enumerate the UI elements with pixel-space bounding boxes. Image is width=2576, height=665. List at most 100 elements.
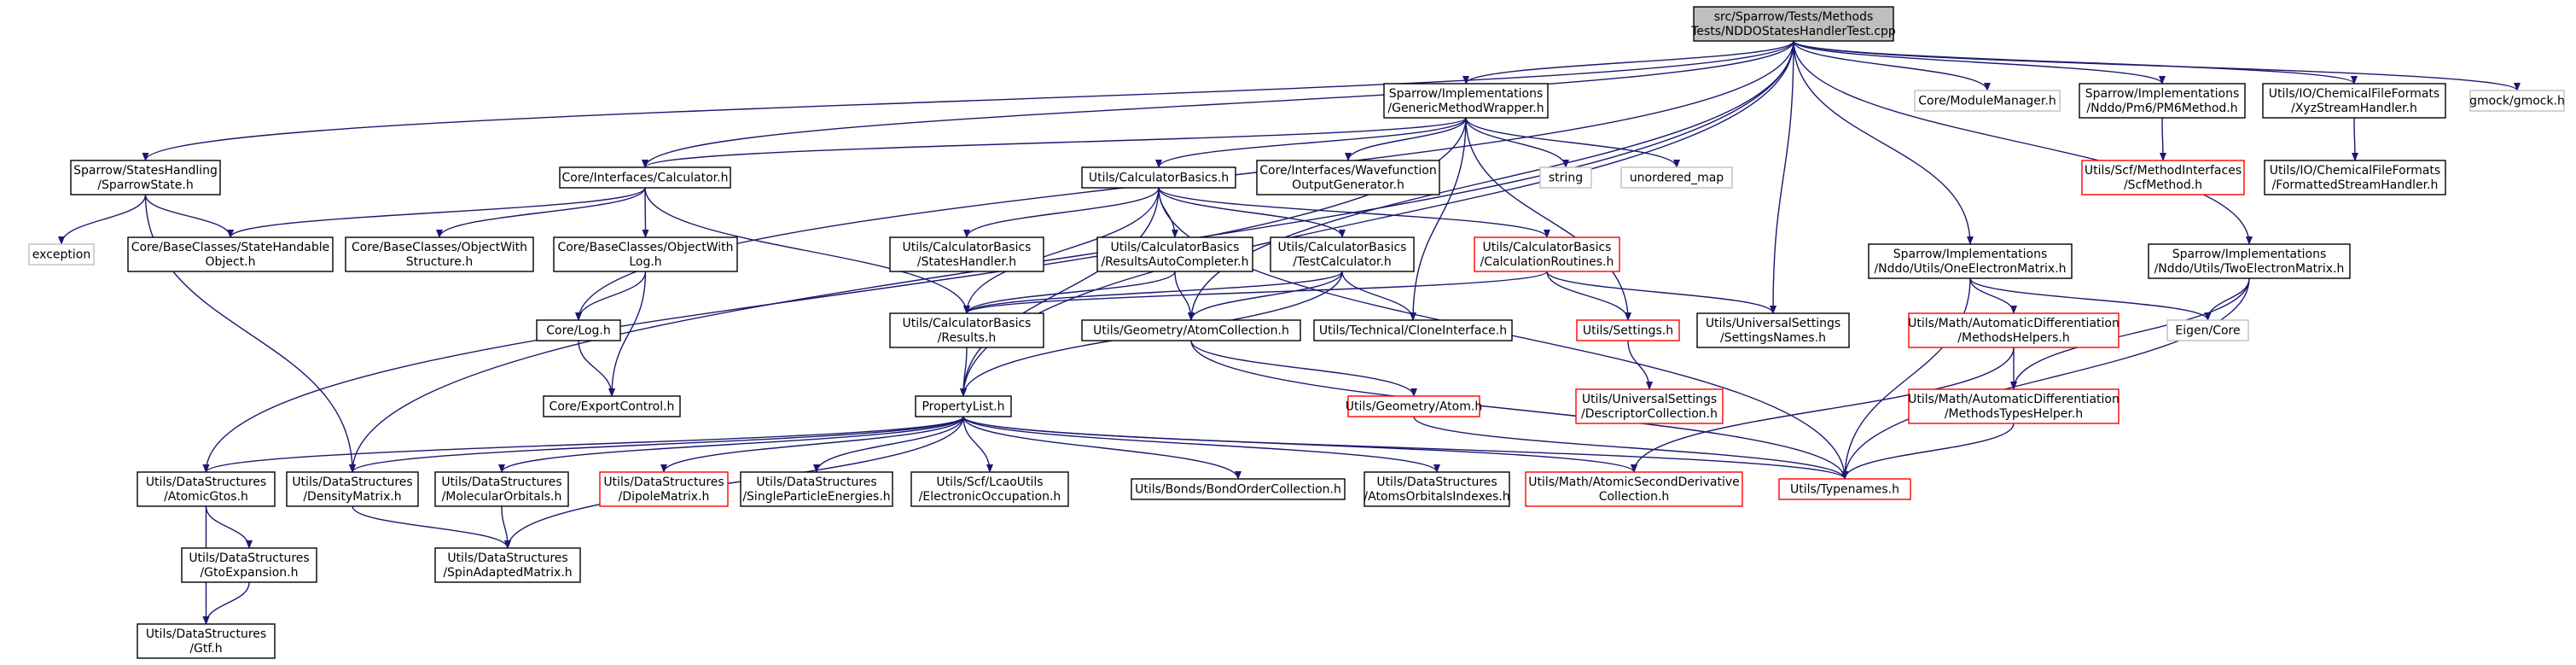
node-box-modman: [1914, 90, 2061, 112]
node-box-scfmi: [2081, 160, 2245, 195]
node-box-atomcoll: [1081, 319, 1301, 341]
node-atomcoll[interactable]: Utils/Geometry/AtomCollection.h: [1081, 319, 1301, 341]
node-corelog[interactable]: Core/Log.h: [536, 319, 621, 341]
edge-oneel-to-eigen: [1969, 277, 2212, 321]
node-spe[interactable]: Utils/DataStructures/SingleParticleEnerg…: [740, 471, 893, 507]
node-gtf[interactable]: Utils/DataStructures/Gtf.h: [137, 623, 276, 659]
node-label-spinadapted-line-0: Utils/DataStructures: [447, 551, 567, 565]
edge-root-to-gmw: [1462, 40, 1794, 85]
edge-corelog-to-exportctrl: [578, 340, 615, 397]
node-label-gtos-line-0: Utils/DataStructures: [146, 475, 266, 489]
node-adhelpers[interactable]: Utils/Math/AutomaticDifferentiation/Meth…: [1908, 312, 2120, 348]
node-modman: Core/ModuleManager.h: [1914, 90, 2061, 112]
node-cbresults[interactable]: Utils/CalculatorBasics/Results.h: [889, 312, 1044, 348]
edge-layer: [58, 40, 2521, 625]
node-typenames[interactable]: Utils/Typenames.h: [1778, 478, 1911, 500]
edge-molorb-to-spinadapted: [501, 505, 511, 549]
node-label-atom-line-0: Utils/Geometry/Atom.h: [1346, 400, 1482, 414]
edge-atom-to-typenames: [1413, 416, 1848, 480]
node-label-calcbasics-line-0: Utils/CalculatorBasics.h: [1089, 172, 1229, 185]
node-density[interactable]: Utils/DataStructures/DensityMatrix.h: [286, 471, 419, 507]
node-gtos[interactable]: Utils/DataStructures/AtomicGtos.h: [137, 471, 276, 507]
node-box-descr: [1575, 388, 1724, 424]
edge-root-to-oneel: [1793, 40, 1974, 245]
edge-proplist-to-spinadapted: [504, 416, 964, 549]
node-fsh[interactable]: Utils/IO/ChemicalFileFormats/FormattedSt…: [2264, 160, 2446, 195]
node-molorb[interactable]: Utils/DataStructures/MolecularOrbitals.h: [434, 471, 569, 507]
node-box-adhelpers: [1908, 312, 2120, 348]
node-label-objstruct-line-0: Core/BaseClasses/ObjectWith: [352, 241, 527, 254]
node-gmw[interactable]: Sparrow/Implementations/GenericMethodWra…: [1383, 83, 1549, 119]
node-label-descr-line-0: Utils/UniversalSettings: [1582, 393, 1717, 406]
node-clone[interactable]: Utils/Technical/CloneInterface.h: [1313, 319, 1513, 341]
node-label-stateh-line-1: Object.h: [206, 255, 256, 269]
node-sparrowstate[interactable]: Sparrow/StatesHandling/SparrowState.h: [70, 160, 221, 195]
node-label-cbtest-line-1: /TestCalculator.h: [1293, 255, 1391, 269]
node-cbroutines[interactable]: Utils/CalculatorBasics/CalculationRoutin…: [1474, 236, 1620, 272]
node-label-spinadapted-line-1: /SpinAdaptedMatrix.h: [443, 566, 572, 580]
node-aoi[interactable]: Utils/DataStructures/AtomsOrbitalsIndexe…: [1364, 471, 1510, 507]
node-box-gmw: [1383, 83, 1549, 119]
edge-gtoexp-to-gtf: [202, 581, 250, 625]
node-cbstates[interactable]: Utils/CalculatorBasics/StatesHandler.h: [889, 236, 1044, 272]
node-box-density: [286, 471, 419, 507]
node-descr[interactable]: Utils/UniversalSettings/DescriptorCollec…: [1575, 388, 1724, 424]
edge-atomcoll-to-typenames: [1190, 340, 1848, 480]
node-label-scfmi-line-1: /ScfMethod.h: [2124, 178, 2202, 192]
node-oneel[interactable]: Sparrow/Implementations/Nddo/Utils/OneEl…: [1868, 243, 2073, 279]
node-spinadapted[interactable]: Utils/DataStructures/SpinAdaptedMatrix.h: [434, 547, 581, 583]
node-pm6[interactable]: Sparrow/Implementations/Nddo/Pm6/PM6Meth…: [2079, 83, 2246, 119]
node-box-usnames: [1696, 312, 1850, 348]
node-calcbasics[interactable]: Utils/CalculatorBasics.h: [1081, 166, 1236, 189]
edge-proplist-to-lcao: [962, 416, 993, 473]
edge-pm6-to-scfmi: [2159, 117, 2166, 161]
edge-root-to-modman: [1793, 40, 1991, 91]
node-cbauto[interactable]: Utils/CalculatorBasics/ResultsAutoComple…: [1096, 236, 1253, 272]
node-box-pm6: [2079, 83, 2246, 119]
node-box-umap: [1620, 166, 1733, 189]
node-label-cbstates-line-1: /StatesHandler.h: [917, 255, 1016, 269]
node-eigen: Eigen/Core: [2166, 319, 2249, 341]
node-adtypes[interactable]: Utils/Math/AutomaticDifferentiation/Meth…: [1908, 388, 2120, 424]
node-calc[interactable]: Core/Interfaces/Calculator.h: [559, 166, 731, 189]
node-asd[interactable]: Utils/Math/AtomicSecondDerivativeCollect…: [1525, 471, 1743, 507]
node-twoel[interactable]: Sparrow/Implementations/Nddo/Utils/TwoEl…: [2148, 243, 2351, 279]
node-label-gmw-line-1: /GenericMethodWrapper.h: [1387, 102, 1544, 115]
node-gmock: gmock/gmock.h: [2469, 90, 2565, 112]
node-label-exception-line-0: exception: [32, 248, 90, 262]
node-label-stateh-line-0: Core/BaseClasses/StateHandable: [131, 241, 330, 254]
node-dipole[interactable]: Utils/DataStructures/DipoleMatrix.h: [599, 471, 729, 507]
edge-density-to-spinadapted: [352, 505, 511, 549]
edge-calcbasics-to-cbtest: [1158, 187, 1346, 238]
node-label-root-line-0: src/Sparrow/Tests/Methods: [1714, 10, 1874, 24]
node-lcao[interactable]: Utils/Scf/LcaoUtils/ElectronicOccupation…: [910, 471, 1069, 507]
node-label-spe-line-1: /SingleParticleEnergies.h: [742, 490, 890, 504]
edge-proplist-to-spe: [813, 416, 964, 473]
node-label-spe-line-0: Utils/DataStructures: [756, 475, 876, 489]
node-scfmi[interactable]: Utils/Scf/MethodInterfaces/ScfMethod.h: [2081, 160, 2245, 195]
node-label-twoel-line-0: Sparrow/Implementations: [2172, 248, 2327, 261]
node-label-aoi-line-0: Utils/DataStructures: [1376, 475, 1497, 489]
node-gtoexp[interactable]: Utils/DataStructures/GtoExpansion.h: [181, 547, 317, 583]
node-box-dipole: [599, 471, 729, 507]
node-proplist[interactable]: PropertyList.h: [915, 395, 1012, 417]
node-settings[interactable]: Utils/Settings.h: [1576, 319, 1680, 341]
node-label-exportctrl-line-0: Core/ExportControl.h: [550, 400, 675, 414]
node-usnames[interactable]: Utils/UniversalSettings/SettingsNames.h: [1696, 312, 1850, 348]
node-box-oneel: [1868, 243, 2073, 279]
node-xyz[interactable]: Utils/IO/ChemicalFileFormats/XyzStreamHa…: [2262, 83, 2446, 119]
node-label-cbtest-line-0: Utils/CalculatorBasics: [1278, 241, 1407, 254]
node-label-dipole-line-1: /DipoleMatrix.h: [619, 490, 710, 504]
node-exportctrl[interactable]: Core/ExportControl.h: [543, 395, 681, 417]
node-cbtest[interactable]: Utils/CalculatorBasics/TestCalculator.h: [1270, 236, 1415, 272]
node-label-atomcoll-line-0: Utils/Geometry/AtomCollection.h: [1093, 324, 1289, 338]
node-bondorder[interactable]: Utils/Bonds/BondOrderCollection.h: [1131, 478, 1346, 500]
node-label-adhelpers-line-1: /MethodsHelpers.h: [1957, 331, 2069, 345]
node-label-gtoexp-line-1: /GtoExpansion.h: [200, 566, 298, 580]
node-wavefn[interactable]: Core/Interfaces/WavefunctionOutputGenera…: [1256, 160, 1440, 195]
node-atom[interactable]: Utils/Geometry/Atom.h: [1346, 395, 1482, 417]
node-box-bondorder: [1131, 478, 1346, 500]
